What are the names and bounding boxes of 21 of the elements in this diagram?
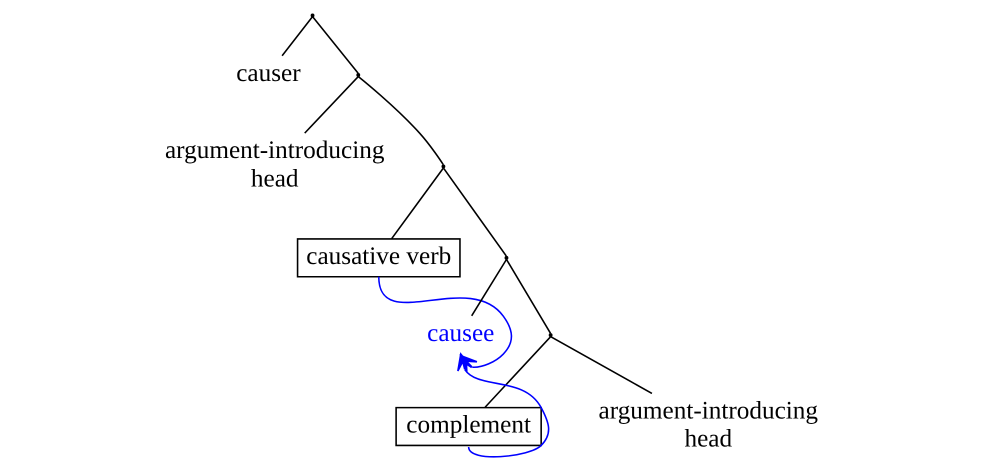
- connector: [550, 336, 652, 394]
- node-box: causative verb: [296, 238, 460, 278]
- connector: [390, 168, 444, 240]
- connector: [484, 336, 550, 408]
- connector: [312, 16, 358, 74]
- node-text: argument-introducing head: [164, 137, 384, 193]
- node-point: [356, 73, 360, 77]
- node-point: [310, 14, 314, 18]
- connector: [357, 76, 444, 166]
- connector: [281, 16, 313, 56]
- connector: [505, 259, 551, 334]
- node-point: [504, 256, 508, 260]
- node-text: causer: [236, 60, 300, 87]
- node-point: [548, 333, 552, 338]
- node-box: complement: [394, 406, 542, 446]
- node-text: argument-introducing head: [598, 397, 818, 453]
- connector: [304, 76, 358, 134]
- connector: [470, 259, 507, 316]
- node-text: causee: [426, 320, 494, 348]
- connector: [442, 168, 506, 256]
- node-point: [440, 164, 445, 168]
